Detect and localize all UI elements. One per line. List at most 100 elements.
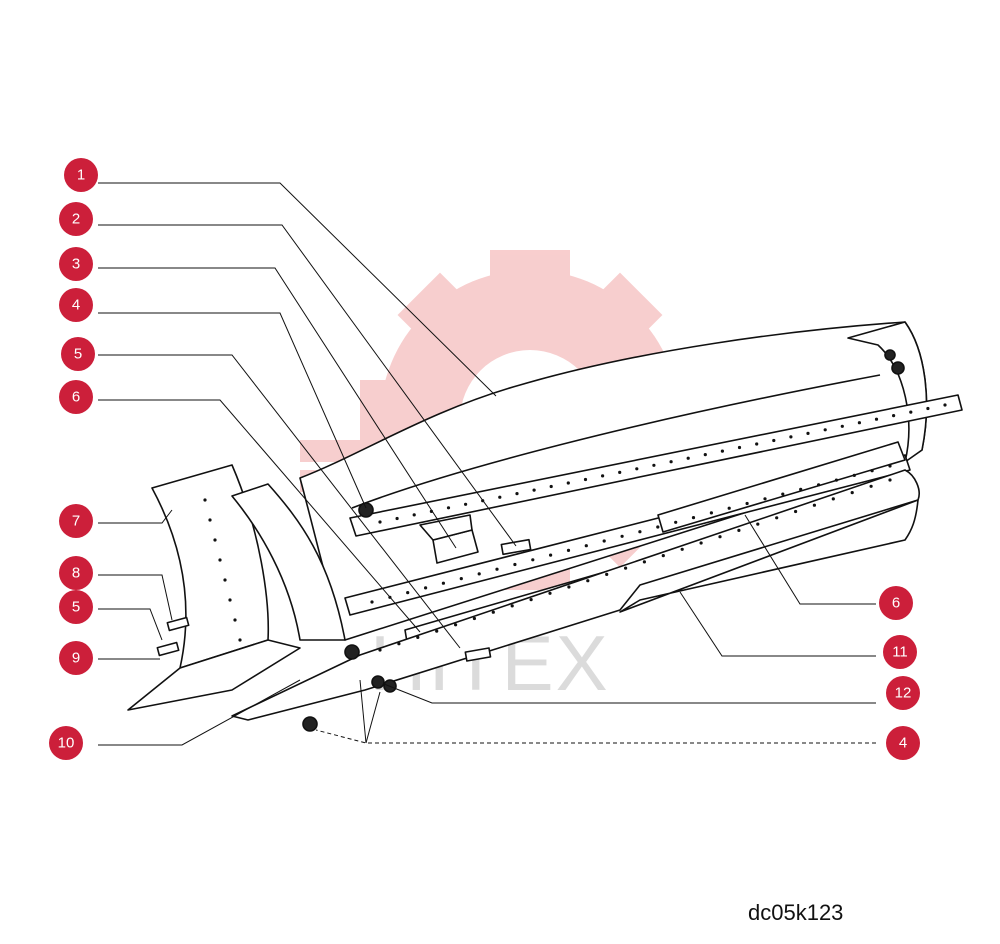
mounting-hole: [775, 516, 779, 520]
mounting-hole: [674, 520, 678, 524]
mounting-hole: [669, 460, 673, 464]
bolt-1: [500, 538, 532, 556]
mounting-hole: [416, 635, 420, 640]
mounting-hole: [656, 525, 660, 529]
mounting-hole: [823, 428, 827, 432]
mounting-hole: [620, 534, 624, 538]
nut-6: [891, 361, 905, 375]
mounting-hole: [618, 470, 622, 474]
moldboard-top-edge: [351, 374, 881, 509]
callout-4a[interactable]: 4: [59, 288, 93, 322]
mounting-hole: [208, 518, 212, 522]
svg-text:12: 12: [895, 685, 912, 702]
mounting-hole: [799, 487, 803, 491]
mounting-hole: [454, 623, 458, 627]
callout-6b[interactable]: 6: [879, 586, 913, 620]
bolt-2: [464, 647, 492, 662]
mounting-hole: [709, 511, 714, 515]
bolts: [156, 538, 532, 662]
side-shield-skid: [127, 639, 301, 711]
mounting-hole: [397, 642, 401, 646]
leader-12: [383, 683, 876, 704]
leader-4b: [315, 729, 876, 744]
svg-text:4: 4: [72, 297, 80, 314]
callout-6a[interactable]: 6: [59, 380, 93, 414]
mounting-hole: [441, 581, 445, 585]
mounting-hole: [943, 403, 947, 407]
mounting-hole: [718, 535, 722, 539]
mounting-hole: [686, 456, 690, 460]
mounting-hole: [772, 438, 776, 443]
leader-1: [98, 182, 497, 397]
mounting-hole: [789, 435, 793, 439]
mounting-hole: [834, 478, 839, 482]
bar-holes: [203, 403, 947, 652]
mounting-hole: [446, 506, 451, 510]
mounting-hole: [406, 591, 410, 595]
callout-1[interactable]: 1: [64, 158, 98, 192]
cutting-edge: [231, 469, 920, 721]
callout-10[interactable]: 10: [49, 726, 83, 760]
svg-text:3: 3: [72, 256, 80, 273]
svg-text:1: 1: [77, 167, 85, 184]
leader-3: [98, 267, 457, 549]
mounting-hole: [238, 638, 242, 642]
mounting-hole: [531, 558, 535, 562]
callout-9[interactable]: 9: [59, 641, 93, 675]
svg-text:4: 4: [899, 735, 907, 752]
bracket-plate: [419, 514, 473, 541]
leader-7: [98, 509, 173, 524]
callout-8[interactable]: 8: [59, 556, 93, 590]
callout-5b[interactable]: 5: [59, 590, 93, 624]
mounting-hole: [548, 591, 552, 595]
mounting-hole: [233, 618, 237, 622]
mounting-hole: [602, 539, 606, 543]
callout-2[interactable]: 2: [59, 202, 93, 236]
mounting-hole: [635, 467, 639, 471]
callout-7[interactable]: 7: [59, 504, 93, 538]
leader-11: [679, 591, 876, 657]
callout-11[interactable]: 11: [883, 635, 917, 669]
mounting-hole: [529, 598, 533, 602]
callout-12[interactable]: 12: [886, 676, 920, 710]
nuts: [302, 349, 905, 732]
mounting-hole: [869, 484, 873, 488]
nut-7: [884, 349, 896, 361]
mounting-hole: [680, 547, 684, 551]
mounting-hole: [477, 572, 481, 576]
mounting-hole: [812, 503, 817, 507]
svg-text:6: 6: [72, 389, 80, 406]
svg-text:8: 8: [72, 565, 80, 582]
mounting-hole: [459, 577, 463, 581]
mounting-hole: [213, 538, 217, 542]
mounting-hole: [794, 509, 798, 514]
mounting-hole: [624, 566, 628, 570]
mounting-hole: [435, 629, 439, 633]
callout-5a[interactable]: 5: [61, 337, 95, 371]
reinforcement-strip-right: [657, 441, 906, 533]
nut-2: [344, 644, 360, 660]
callout-4b[interactable]: 4: [886, 726, 920, 760]
mounting-hole: [567, 585, 571, 589]
callout-3[interactable]: 3: [59, 247, 93, 281]
leader-4b-branch2: [365, 691, 381, 744]
svg-text:9: 9: [72, 650, 80, 667]
mounting-hole: [703, 453, 707, 457]
mounting-hole: [532, 488, 536, 492]
mounting-hole: [498, 495, 502, 499]
mounting-hole: [424, 586, 428, 590]
leader-2: [98, 224, 517, 547]
plow-blade-assembly: [127, 321, 963, 732]
leader-8: [98, 574, 173, 621]
mounting-hole: [566, 548, 571, 553]
mounting-hole: [737, 528, 741, 533]
mounting-hole: [203, 498, 207, 502]
mounting-hole: [806, 431, 810, 435]
svg-text:2: 2: [72, 211, 80, 228]
mounting-hole: [228, 598, 232, 602]
nut-5: [302, 716, 318, 732]
leader-5b: [98, 608, 163, 641]
mounting-hole: [652, 463, 656, 467]
mounting-hole: [495, 567, 499, 571]
